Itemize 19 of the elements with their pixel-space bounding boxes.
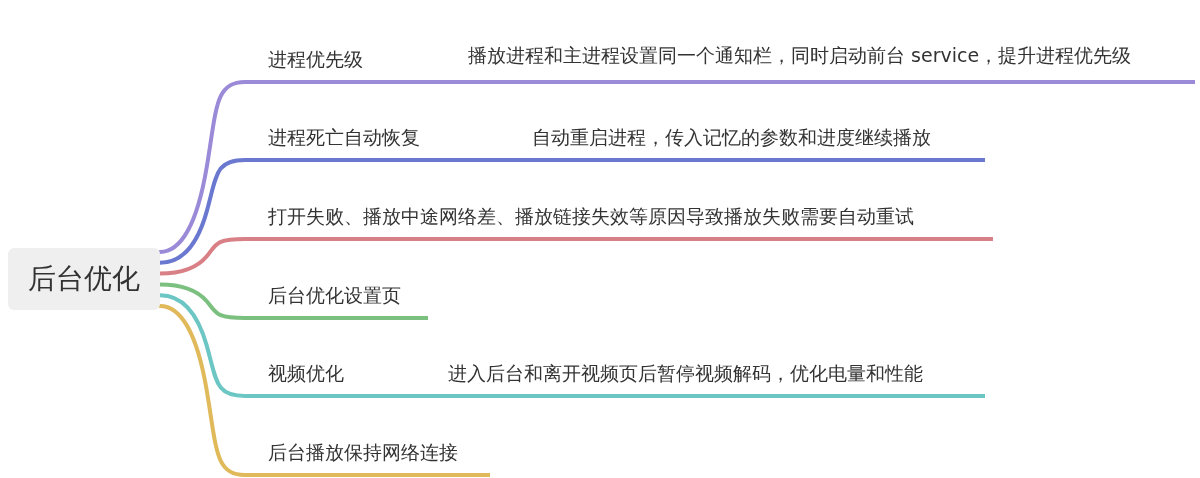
- branch-line: [428, 394, 442, 398]
- central-topic: 后台优化: [8, 248, 160, 310]
- topic-text: 打开失败、播放中途网络差、播放链接失效等原因导致播放失败需要自动重试: [245, 201, 993, 241]
- branch-line: [158, 304, 247, 477]
- topic-text: 进入后台和离开视频页后暂停视频解码，优化电量和性能: [440, 358, 985, 398]
- branch-line: [158, 158, 247, 265]
- branch-line: [158, 80, 247, 254]
- topic-text: 进程优先级: [245, 44, 380, 84]
- topic-text: 视频优化: [245, 358, 430, 398]
- topic-text: 自动重启进程，传入记忆的参数和进度继续播放: [520, 122, 985, 162]
- branch-line: [378, 80, 457, 84]
- topic-text: 后台优化设置页: [245, 280, 428, 320]
- branch-line: [508, 158, 522, 162]
- branch-line: [158, 237, 247, 276]
- topic-text: 播放进程和主进程设置同一个通知栏，同时启动前台 service，提升进程优先级: [455, 36, 1195, 84]
- branch-line: [158, 293, 247, 398]
- topic-text: 后台播放保持网络连接: [245, 437, 490, 477]
- branch-line: [158, 282, 247, 320]
- topic-text: 进程死亡自动恢复: [245, 122, 510, 162]
